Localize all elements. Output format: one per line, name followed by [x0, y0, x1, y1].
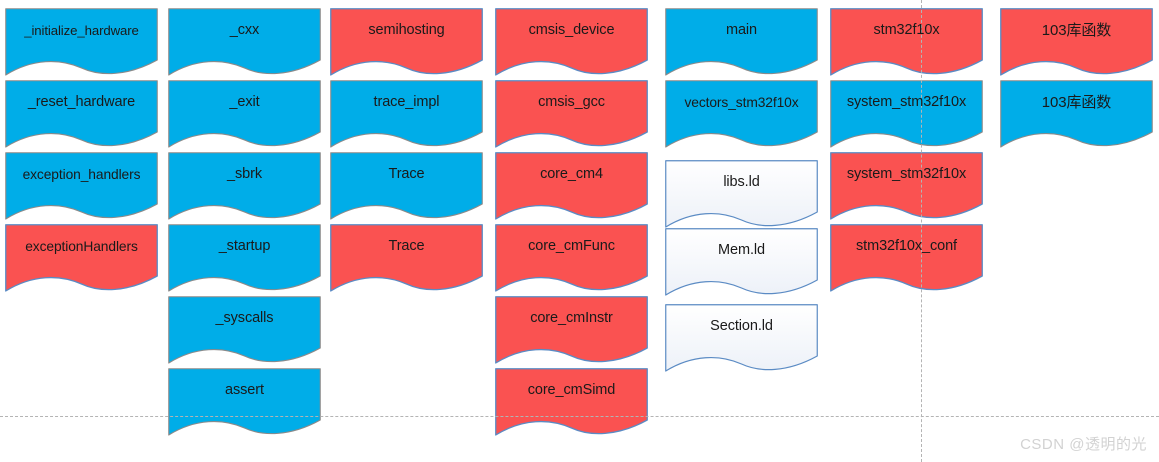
node-mem.ld[interactable]: Mem.ld: [665, 228, 818, 298]
node-assert[interactable]: assert: [168, 368, 321, 438]
node-stm32f10x_conf[interactable]: stm32f10x_conf: [830, 224, 983, 294]
node-shape-wave: [495, 8, 648, 76]
node-_initialize_hardware[interactable]: _initialize_hardware: [5, 8, 158, 78]
node-shape-wave: [168, 8, 321, 76]
node-label: system_stm32f10x: [846, 166, 967, 183]
node-_exit[interactable]: _exit: [168, 80, 321, 150]
node-label: main: [725, 22, 758, 39]
node-103-[interactable]: 103库函数: [1000, 8, 1153, 78]
node-trace[interactable]: Trace: [330, 224, 483, 294]
node-label: _cxx: [229, 22, 260, 39]
node-libs.ld[interactable]: libs.ld: [665, 160, 818, 230]
node-core_cmsimd[interactable]: core_cmSimd: [495, 368, 648, 438]
node-label: cmsis_gcc: [538, 94, 605, 111]
node-_reset_hardware[interactable]: _reset_hardware: [5, 80, 158, 150]
node-label: 103库函数: [1041, 93, 1112, 111]
node-cmsis_gcc[interactable]: cmsis_gcc: [495, 80, 648, 150]
node-_startup[interactable]: _startup: [168, 224, 321, 294]
node-label: core_cmSimd: [527, 382, 616, 399]
node-shape-wave: [665, 160, 818, 228]
node-shape-wave: [830, 224, 983, 292]
node-shape-wave: [330, 80, 483, 148]
node-_syscalls[interactable]: _syscalls: [168, 296, 321, 366]
node-label: vectors_stm32f10x: [684, 94, 799, 110]
node-core_cminstr[interactable]: core_cmInstr: [495, 296, 648, 366]
node-shape-wave: [495, 224, 648, 292]
node-label: semihosting: [368, 22, 445, 39]
node-shape-wave: [495, 152, 648, 220]
node-label: libs.ld: [723, 174, 760, 191]
node-shape-wave: [830, 152, 983, 220]
node-semihosting[interactable]: semihosting: [330, 8, 483, 78]
node-shape-wave: [330, 224, 483, 292]
node-label: 103库函数: [1041, 21, 1112, 39]
node-label: system_stm32f10x: [846, 94, 967, 111]
node-label: _sbrk: [227, 166, 262, 183]
node-label: Section.ld: [710, 318, 773, 335]
node-trace_impl[interactable]: trace_impl: [330, 80, 483, 150]
node-shape-wave: [495, 296, 648, 364]
node-label: Trace: [388, 238, 425, 255]
node-shape-wave: [1000, 80, 1153, 148]
node-core_cm4[interactable]: core_cm4: [495, 152, 648, 222]
node-label: stm32f10x_conf: [856, 238, 957, 255]
node-system_stm32f10x[interactable]: system_stm32f10x: [830, 152, 983, 222]
node-shape-wave: [168, 224, 321, 292]
node-label: exceptionHandlers: [25, 238, 138, 254]
node-label: core_cm4: [540, 166, 603, 183]
node-shape-wave: [495, 368, 648, 436]
node-core_cmfunc[interactable]: core_cmFunc: [495, 224, 648, 294]
node-label: _syscalls: [215, 310, 274, 327]
node-vectors_stm32f10x[interactable]: vectors_stm32f10x: [665, 80, 818, 150]
node-shape-wave: [1000, 8, 1153, 76]
csdn-watermark: CSDN @透明的光: [1020, 436, 1147, 453]
node-shape-wave: [830, 80, 983, 148]
node-_cxx[interactable]: _cxx: [168, 8, 321, 78]
node-shape-wave: [330, 8, 483, 76]
node-shape-wave: [830, 8, 983, 76]
node-label: core_cmInstr: [530, 310, 613, 327]
node-cmsis_device[interactable]: cmsis_device: [495, 8, 648, 78]
node-shape-wave: [5, 80, 158, 148]
node-label: Trace: [388, 166, 425, 183]
node-label: _reset_hardware: [27, 94, 136, 111]
node-exceptionhandlers[interactable]: exceptionHandlers: [5, 224, 158, 294]
node-shape-wave: [5, 152, 158, 220]
node-shape-wave: [330, 152, 483, 220]
node-trace[interactable]: Trace: [330, 152, 483, 222]
node-shape-wave: [168, 368, 321, 436]
node-shape-wave: [665, 80, 818, 148]
node-_sbrk[interactable]: _sbrk: [168, 152, 321, 222]
node-main[interactable]: main: [665, 8, 818, 78]
node-exception_handlers[interactable]: exception_handlers: [5, 152, 158, 222]
node-label: assert: [225, 382, 264, 399]
node-label: core_cmFunc: [528, 238, 615, 255]
node-shape-wave: [168, 296, 321, 364]
node-103-[interactable]: 103库函数: [1000, 80, 1153, 150]
node-shape-wave: [495, 80, 648, 148]
node-label: _exit: [229, 94, 260, 111]
node-shape-wave: [5, 8, 158, 76]
node-system_stm32f10x[interactable]: system_stm32f10x: [830, 80, 983, 150]
node-label: _initialize_hardware: [24, 22, 139, 38]
node-label: Mem.ld: [718, 242, 765, 259]
node-shape-wave: [665, 8, 818, 76]
node-label: _startup: [218, 238, 271, 255]
node-shape-wave: [665, 304, 818, 372]
node-section.ld[interactable]: Section.ld: [665, 304, 818, 374]
node-shape-wave: [5, 224, 158, 292]
node-label: exception_handlers: [22, 166, 141, 182]
node-label: stm32f10x: [873, 22, 940, 39]
node-label: cmsis_device: [528, 22, 615, 39]
node-label: trace_impl: [373, 94, 440, 111]
node-shape-wave: [665, 228, 818, 296]
node-stm32f10x[interactable]: stm32f10x: [830, 8, 983, 78]
node-shape-wave: [168, 152, 321, 220]
node-shape-wave: [168, 80, 321, 148]
